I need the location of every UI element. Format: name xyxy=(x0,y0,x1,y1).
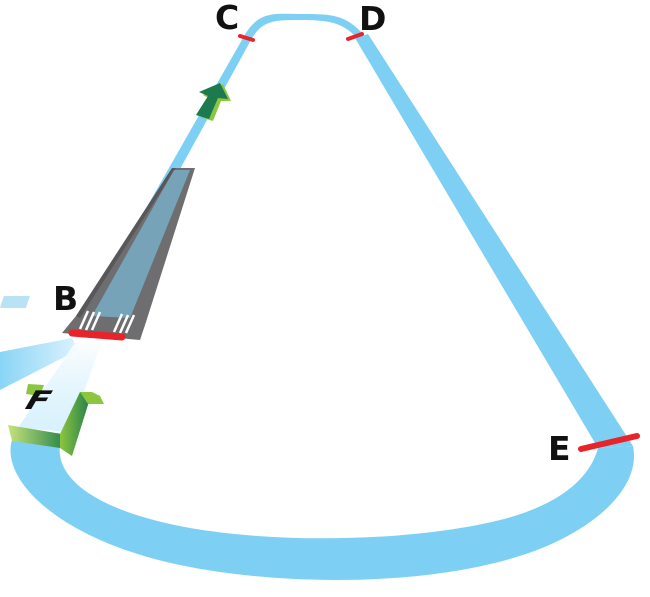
marker-c xyxy=(238,34,255,42)
approach-beam xyxy=(0,338,78,390)
marker-d xyxy=(346,32,364,41)
start-beam xyxy=(18,338,102,432)
label-b: B xyxy=(53,279,79,318)
right-leg-track xyxy=(355,34,633,448)
runway-beam xyxy=(92,170,190,318)
label-c: C xyxy=(215,0,240,37)
up-arrow-icon xyxy=(196,83,231,121)
top-arc-track xyxy=(243,13,363,40)
label-e: E xyxy=(548,429,571,468)
runway-center-mark xyxy=(0,296,30,308)
label-d: D xyxy=(359,0,387,38)
runway-threshold-stripes xyxy=(78,310,136,334)
bracket-f-icon xyxy=(8,384,104,456)
marker-b xyxy=(68,329,126,341)
lower-loop-track xyxy=(10,440,635,580)
marker-e xyxy=(578,433,640,452)
runway-edge xyxy=(76,168,176,318)
